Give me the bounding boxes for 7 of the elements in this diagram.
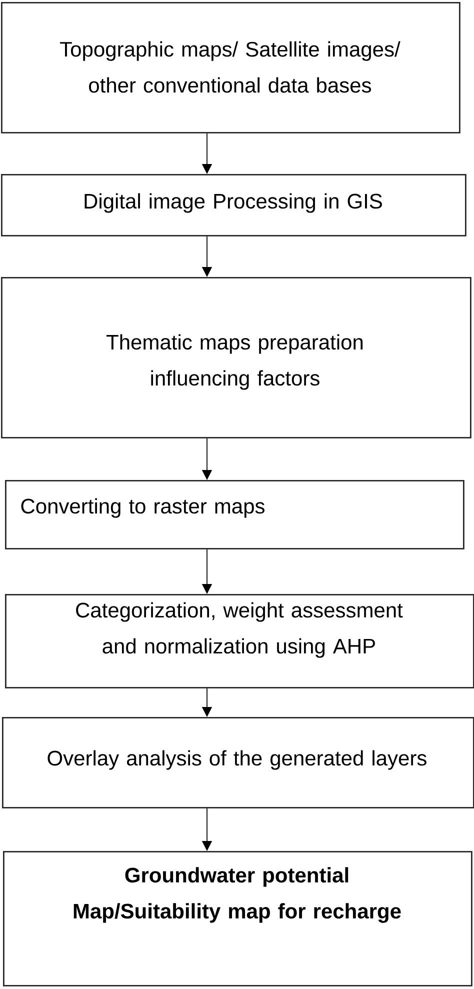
- process-box: Overlay analysis of the generated layers: [2, 717, 474, 808]
- process-box: Digital image Processing in GIS: [1, 174, 466, 236]
- process-box: Topographic maps/ Satellite images/ other conventional data bases: [1, 2, 460, 134]
- process-box: Categorization, weight assessment and normalization using AHP: [5, 594, 474, 688]
- process-box: Converting to raster maps: [5, 480, 464, 550]
- process-box: Thematic maps preparation influencing factors: [1, 277, 472, 438]
- process-box: Groundwater potential Map/Suitability map for recharge: [3, 851, 472, 986]
